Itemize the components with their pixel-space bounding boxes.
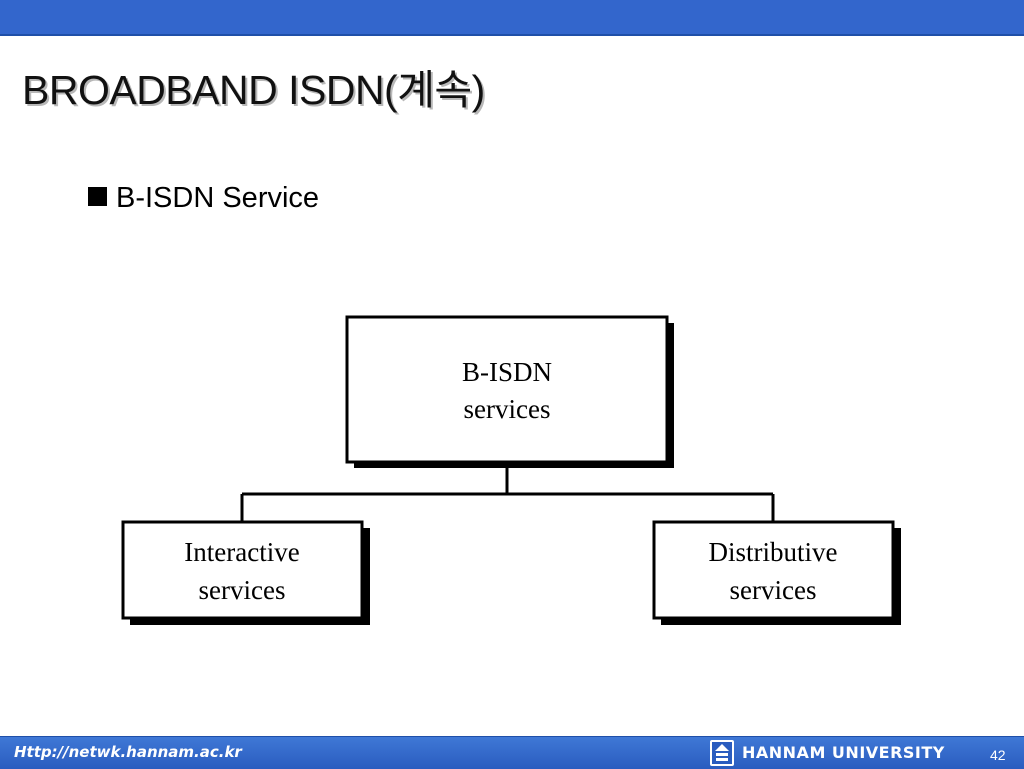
root-box-frame [345, 315, 669, 464]
connector-lines [240, 463, 775, 522]
footer-url-link[interactable]: Http://netwk.hannam.ac.kr [14, 743, 242, 761]
bullet-item: B-ISDN Service [88, 182, 319, 215]
root-label-line1: B-ISDN [462, 357, 552, 387]
interactive-node-box: Interactive services [121, 520, 370, 625]
distributive-box-frame [652, 520, 895, 620]
root-node-box: B-ISDN services [345, 315, 674, 468]
top-header-bar [0, 0, 1024, 36]
square-bullet-icon [88, 187, 107, 206]
interactive-box-frame [121, 520, 364, 620]
distributive-label-line1: Distributive [709, 537, 838, 567]
interactive-label-line2: services [199, 575, 286, 605]
bullet-text: B-ISDN Service [116, 182, 320, 214]
interactive-label-line1: Interactive [184, 537, 299, 567]
footer-bar: Http://netwk.hannam.ac.kr HANNAM UNIVERS… [0, 736, 1024, 769]
university-logo-icon [710, 740, 734, 766]
distributive-node-box: Distributive services [652, 520, 901, 625]
root-label-line2: services [464, 394, 551, 424]
footer-university-name: HANNAM UNIVERSITY [742, 743, 945, 762]
slide-title: BROADBAND ISDN(계속) [22, 67, 485, 113]
page-number: 42 [990, 747, 1006, 763]
distributive-label-line2: services [730, 575, 817, 605]
